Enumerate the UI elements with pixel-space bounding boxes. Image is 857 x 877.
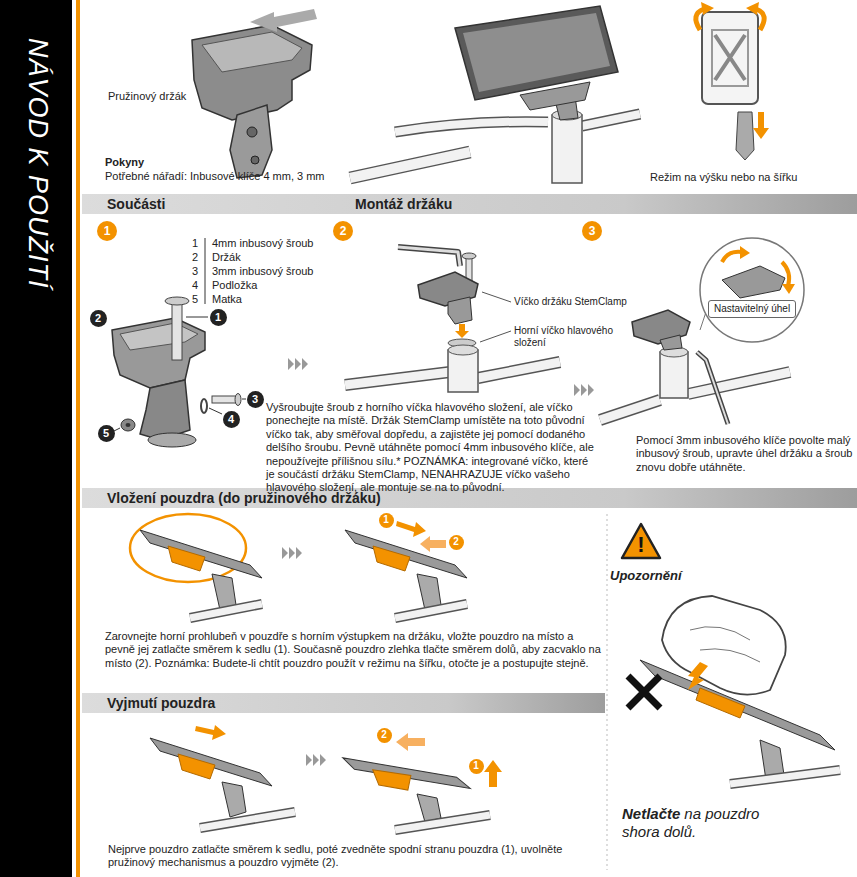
label-slot: Matka <box>212 293 242 306</box>
label-slot: Zarovnejte horní prohlubeň v pouzdře s h… <box>105 630 603 670</box>
step-number: 1 <box>379 513 394 528</box>
label-slot: 1 <box>184 237 198 250</box>
label-slot: Vyšroubujte šroub z horního víčka hlavov… <box>266 401 596 495</box>
instruction-text: Vyšroubujte šroub z horního víčka hlavov… <box>266 401 594 493</box>
part-name: 3mm inbusový šroub <box>212 265 314 277</box>
label: Pokyny <box>105 156 144 168</box>
insertion-drawing <box>130 514 467 618</box>
label-slot: Pomocí 3mm inbusového klíče povolte malý… <box>636 434 854 474</box>
number-text: 3 <box>252 394 258 405</box>
part-name: Podložka <box>212 279 257 291</box>
label-slot: Pružinový držák <box>108 90 186 103</box>
triangle-text-holder: ! <box>620 533 662 557</box>
label-slot: Netlačtena pouzdro shora dolů. <box>622 805 800 842</box>
label-slot: 4mm inbusový šroub <box>212 237 314 250</box>
step-number: 3 <box>582 221 602 241</box>
section-heading: Vyjmutí pouzdra <box>107 695 215 711</box>
section-band: Vyjmutí pouzdra <box>82 693 605 713</box>
label: Potřebné nářadí: Inbusové klíče 4 mm, 3 … <box>105 170 325 182</box>
mounting-drawing <box>345 247 560 392</box>
angle-drawing <box>600 238 804 424</box>
instruction-text: Zarovnejte horní prohlubeň v pouzdře s h… <box>105 630 601 669</box>
number-text: 1 <box>104 225 111 237</box>
label-slot: Držák <box>212 251 241 264</box>
warning-mark: ! <box>637 532 644 557</box>
label-slot: Potřebné nářadí: Inbusové klíče 4 mm, 3 … <box>105 170 325 183</box>
band-text-holder: Vyjmutí pouzdra <box>107 694 215 712</box>
part-name: 4mm inbusový šroub <box>212 237 314 249</box>
label-slot: 4 <box>184 279 198 292</box>
label-slot: 3 <box>184 265 198 278</box>
part-name: Matka <box>212 293 242 305</box>
removal-drawing <box>150 725 502 830</box>
part-number: 2 <box>192 251 198 263</box>
instruction-text: Pomocí 3mm inbusového klíče povolte malý… <box>636 434 852 473</box>
sidebar-text-holder: NÁVOD K POUŽITÍ <box>22 38 54 289</box>
instruction-text: Nejprve pouzdro zatlačte směrem k sedlu,… <box>108 843 562 868</box>
number-text: 5 <box>103 428 109 439</box>
warning-drawing <box>628 596 840 784</box>
angle-label-box: Nastavitelný úhel <box>708 300 796 318</box>
number-text: 1 <box>215 312 221 323</box>
section-band: Součásti Montáž držáku <box>82 194 857 214</box>
callout-number: 3 <box>247 391 264 408</box>
callout-number: 1 <box>210 309 227 326</box>
step-number: 1 <box>469 759 484 774</box>
spring-holder-drawing <box>192 9 317 178</box>
band-text-holder: Montáž držáku <box>355 195 452 213</box>
step-number: 2 <box>449 535 464 550</box>
label-slot: Pokyny <box>105 156 144 169</box>
sidebar-title: NÁVOD K POUŽITÍ <box>23 38 53 289</box>
callout-label: Víčko držáku StemClamp <box>514 296 627 307</box>
step-number: 1 <box>97 221 117 241</box>
label-slot: 5 <box>184 293 198 306</box>
callout-number: 2 <box>90 310 107 327</box>
number-text: 1 <box>473 761 479 771</box>
label-slot: Víčko držáku StemClamp <box>514 296 627 308</box>
callout-number: 4 <box>223 411 240 428</box>
warning-triangle: ! <box>620 522 662 560</box>
callout-label: Horní víčko hlavového složení <box>514 325 613 348</box>
number-text: 4 <box>228 414 234 425</box>
number-text: 2 <box>95 313 101 324</box>
warning-text: Netlačte <box>622 805 680 822</box>
label: Režim na výšku nebo na šířku <box>650 171 797 183</box>
label-slot: Podložka <box>212 279 257 292</box>
label-slot: Upozornění <box>610 568 682 584</box>
divider <box>607 514 608 870</box>
step-number: 2 <box>377 728 392 743</box>
sidebar-band: NÁVOD K POUŽITÍ <box>0 0 72 877</box>
triangle-shape <box>622 524 660 558</box>
section-heading: Součásti <box>107 196 165 212</box>
part-number: 4 <box>192 279 198 291</box>
part-number: 3 <box>192 265 198 277</box>
number-text: 2 <box>381 730 387 740</box>
callout-number: 5 <box>98 425 115 442</box>
number-text: 1 <box>383 515 389 525</box>
part-name: Držák <box>212 251 241 263</box>
orange-stripe <box>76 0 80 877</box>
label-slot: Režim na výšku nebo na šířku <box>650 171 797 184</box>
step-number: 2 <box>333 221 353 241</box>
label: Pružinový držák <box>108 90 186 102</box>
label-slot: Horní víčko hlavového složení <box>514 325 614 349</box>
number-text: 3 <box>589 225 596 237</box>
section-heading: Montáž držáku <box>355 196 452 212</box>
label-slot: Nejprve pouzdro zatlačte směrem k sedlu,… <box>108 843 588 870</box>
number-text: 2 <box>340 225 347 237</box>
label-slot: 3mm inbusový šroub <box>212 265 314 278</box>
box-text: Nastavitelný úhel <box>714 303 790 314</box>
mounted-phone-drawing <box>350 6 640 183</box>
warning-heading: Upozornění <box>610 568 682 583</box>
number-text: 2 <box>453 537 459 547</box>
part-number: 1 <box>192 237 198 249</box>
label-slot: 2 <box>184 251 198 264</box>
band-text-holder: Součásti <box>107 195 165 213</box>
part-number: 5 <box>192 293 198 305</box>
rotation-drawing <box>696 2 769 160</box>
